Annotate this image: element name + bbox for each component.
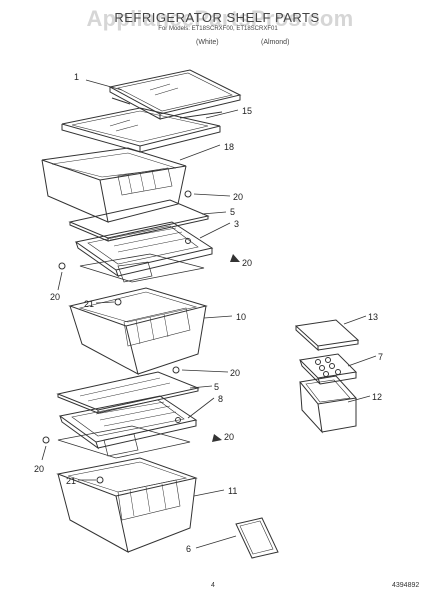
part-10-drawer [68, 287, 208, 375]
document-number: 4394892 [392, 582, 420, 589]
callout-20-d: 20 [230, 368, 240, 378]
part-7-egg-tray [298, 353, 358, 385]
part-11-drawer [56, 457, 198, 553]
callout-20-e: 20 [224, 432, 234, 442]
callout-21-b: 21 [66, 476, 76, 486]
model-line: For Models: ET18SCRXF00, ET18SCRXF01 [158, 26, 278, 32]
part-3-crisper-cover [74, 221, 214, 278]
callout-3: 3 [234, 219, 239, 229]
callout-20-f: 20 [34, 464, 44, 474]
part-6-label-card [235, 517, 279, 559]
callout-1: 1 [74, 72, 79, 82]
callout-5-a: 5 [230, 207, 235, 217]
part-5-glass-panel-lower [56, 371, 200, 414]
callout-7: 7 [378, 352, 383, 362]
callout-20-c: 20 [50, 292, 60, 302]
part-1-glass-shelf [108, 69, 242, 120]
callout-6: 6 [186, 544, 191, 554]
callout-20-a: 20 [233, 192, 243, 202]
callout-12: 12 [372, 392, 382, 402]
part-12-storage-bin [299, 375, 357, 434]
callout-8: 8 [218, 394, 223, 404]
callout-15: 15 [242, 106, 252, 116]
drawer-frame-upper [58, 253, 205, 306]
watermark-text: AppliancePartsPros.com [86, 6, 354, 31]
diagram-title: REFRIGERATOR SHELF PARTS [114, 10, 320, 25]
callout-20-b: 20 [242, 258, 252, 268]
variant-white: (White) [196, 39, 219, 46]
part-15-shelf [61, 107, 223, 153]
callout-5-b: 5 [214, 382, 219, 392]
page-number: 4 [211, 582, 215, 589]
leader-lines [41, 79, 377, 549]
part-5-glass-panel-upper [68, 199, 210, 242]
callout-11: 11 [228, 486, 237, 496]
callout-18: 18 [224, 142, 234, 152]
part-8-cover-frame [58, 395, 198, 450]
callout-labels: 1 15 18 20 5 3 20 20 21 10 20 5 8 20 20 … [34, 72, 383, 554]
arrowheads [212, 254, 240, 442]
part-18-crisper-drawer [41, 147, 192, 223]
callout-21-a: 21 [84, 299, 94, 309]
callout-13: 13 [368, 312, 378, 322]
variant-almond: (Almond) [261, 39, 290, 46]
part-13-bin-lid [294, 319, 360, 352]
drawer-frame-lower [42, 425, 191, 484]
callout-10: 10 [236, 312, 246, 322]
